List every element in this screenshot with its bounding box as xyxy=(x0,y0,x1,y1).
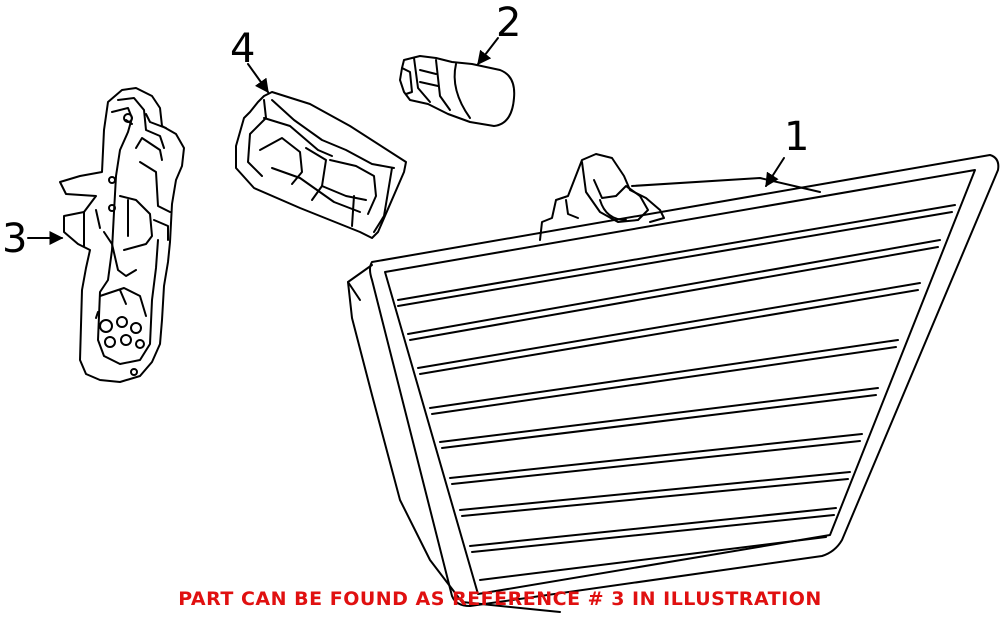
part-1-tail-lamp xyxy=(347,153,1000,613)
lamp-housing-side xyxy=(347,264,561,613)
callout-2-label: 2 xyxy=(496,0,521,46)
callout-arrow-4 xyxy=(247,63,269,94)
lamp-louvers xyxy=(397,204,956,581)
part-2-bulb xyxy=(399,55,516,127)
callout-arrow-2 xyxy=(477,37,499,66)
callout-arrows xyxy=(27,37,785,245)
part-3-bulb-carrier xyxy=(59,87,185,383)
callout-3-label: 3 xyxy=(2,216,27,262)
part-4-socket-cover xyxy=(235,91,407,239)
lamp-lens-inner xyxy=(384,169,976,595)
lamp-socket-mount xyxy=(539,153,665,241)
lamp-lens-outer xyxy=(369,154,1000,607)
callout-arrow-1 xyxy=(765,157,785,188)
reference-caption: PART CAN BE FOUND AS REFERENCE # 3 IN IL… xyxy=(178,588,822,610)
callout-4-label: 4 xyxy=(230,26,255,72)
callout-1-label: 1 xyxy=(784,114,809,160)
